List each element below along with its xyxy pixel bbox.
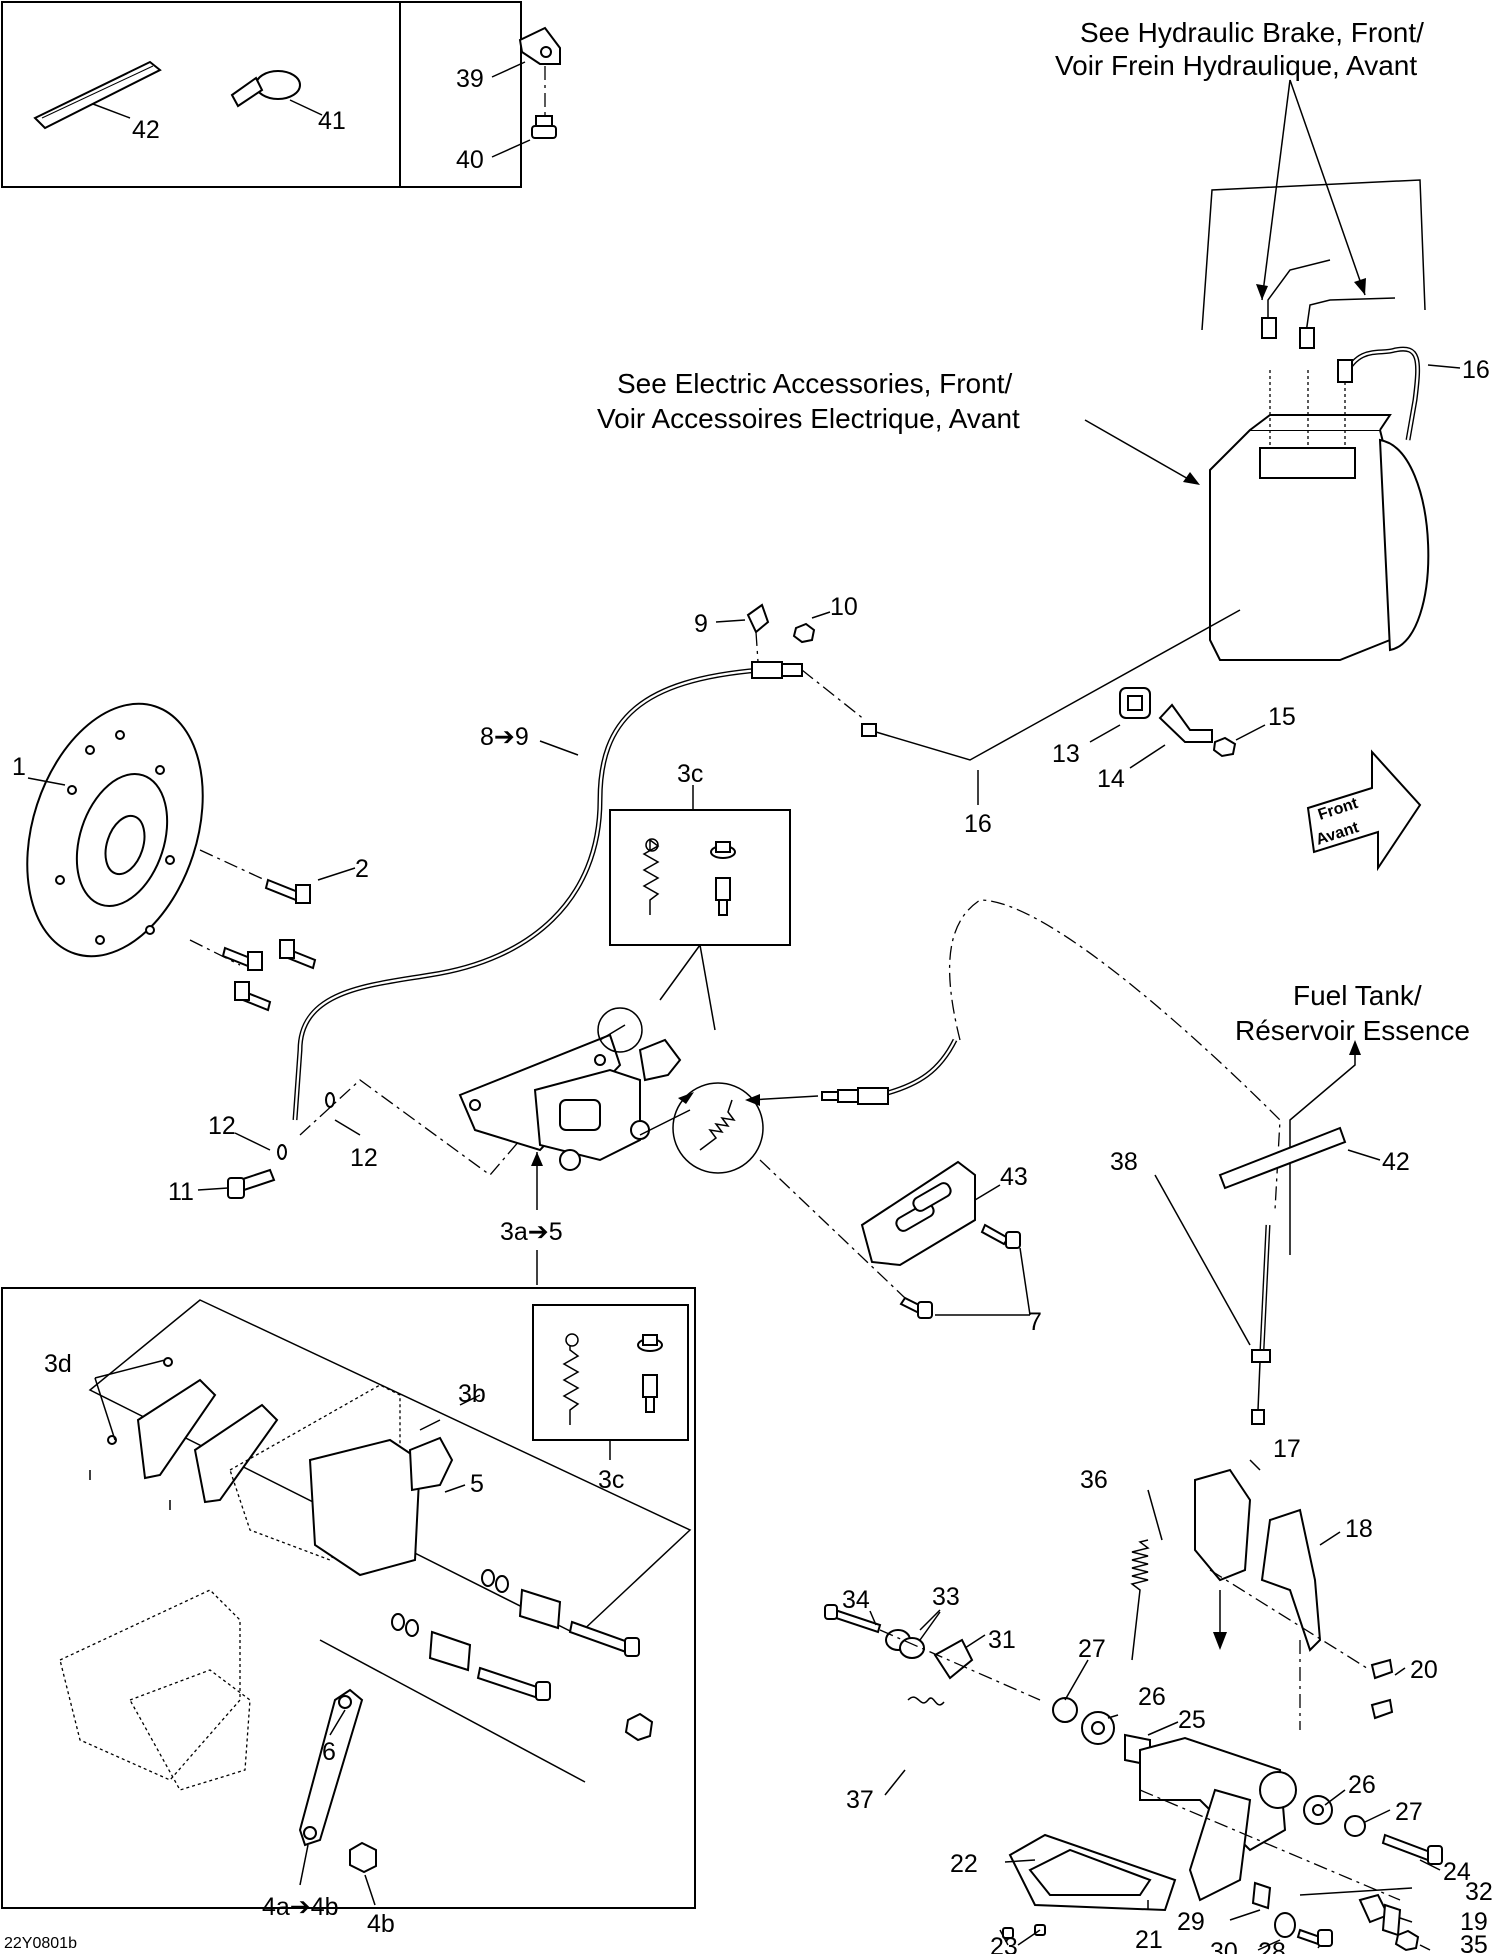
callout-42-tank: 42 bbox=[1382, 1148, 1410, 1176]
callout-38: 38 bbox=[1110, 1148, 1138, 1176]
callout-20: 20 bbox=[1410, 1656, 1438, 1684]
callout-8-9: 8➔9 bbox=[480, 723, 529, 751]
part-39-clip bbox=[518, 26, 561, 115]
callout-14: 14 bbox=[1097, 765, 1125, 793]
callout-26-left: 26 bbox=[1138, 1683, 1166, 1711]
callout-32: 32 bbox=[1465, 1878, 1493, 1906]
callout-41: 41 bbox=[318, 107, 346, 135]
callout-3b: 3b bbox=[458, 1380, 486, 1408]
part-13-grommet bbox=[1119, 687, 1151, 719]
callout-28: 28 bbox=[1258, 1938, 1286, 1954]
part-1-brake-disc bbox=[26, 702, 204, 958]
callout-29: 29 bbox=[1177, 1908, 1205, 1936]
callout-16-abs: 16 bbox=[1462, 356, 1490, 384]
callout-43: 43 bbox=[1000, 1163, 1028, 1191]
part-41-clamp bbox=[230, 70, 301, 108]
callout-4b: 4b bbox=[367, 1910, 395, 1938]
callout-23: 23 bbox=[990, 1933, 1018, 1954]
part-40-screw bbox=[531, 115, 557, 139]
brake-hose-8-9 bbox=[292, 661, 866, 1121]
note-fuel-tank-fr: Réservoir Essence bbox=[1235, 1015, 1470, 1046]
callout-35: 35 bbox=[1460, 1931, 1488, 1954]
part-42-strap bbox=[33, 60, 162, 130]
callout-22: 22 bbox=[950, 1850, 978, 1878]
callout-3c-top: 3c bbox=[677, 760, 703, 788]
part-15-nut bbox=[1212, 736, 1237, 758]
callout-9: 9 bbox=[694, 610, 708, 638]
lower-inset-box bbox=[1, 1287, 696, 1909]
callout-18: 18 bbox=[1345, 1515, 1373, 1543]
note-electric-accessories-fr: Voir Accessoires Electrique, Avant bbox=[597, 403, 1020, 434]
callout-36: 36 bbox=[1080, 1466, 1108, 1494]
callout-40: 40 bbox=[456, 146, 484, 174]
callout-17: 17 bbox=[1273, 1435, 1301, 1463]
callout-2: 2 bbox=[355, 855, 369, 883]
callout-1: 1 bbox=[12, 753, 26, 781]
note-fuel-tank-en: Fuel Tank/ bbox=[1293, 980, 1422, 1011]
drawing-code: 22Y0801b bbox=[4, 1935, 77, 1952]
callout-25: 25 bbox=[1178, 1706, 1206, 1734]
brake-pedal-assembly bbox=[824, 1468, 1443, 1952]
part-38-parking-cable bbox=[821, 899, 1281, 1425]
part-14-clamp bbox=[1158, 703, 1213, 743]
note-leaders bbox=[1084, 79, 1426, 1255]
brake-line-16 bbox=[861, 609, 1241, 761]
part-42-strap-tank bbox=[1218, 1126, 1347, 1190]
callout-11: 11 bbox=[168, 1178, 194, 1206]
caliper-assembly bbox=[458, 1007, 764, 1174]
part-43-bracket bbox=[860, 1160, 976, 1267]
note-hydraulic-brake-en: See Hydraulic Brake, Front/ bbox=[1080, 17, 1424, 48]
callout-33: 33 bbox=[932, 1583, 960, 1611]
callout-10: 10 bbox=[830, 593, 858, 621]
part-10-nut bbox=[792, 622, 816, 644]
front-direction-arrow: Front Avant bbox=[1306, 749, 1422, 872]
part-12-washers bbox=[277, 1092, 335, 1160]
inset-3c-upper bbox=[609, 809, 791, 1031]
callout-15: 15 bbox=[1268, 703, 1296, 731]
callout-3c-inset: 3c bbox=[598, 1466, 624, 1494]
callout-4a-4b: 4a➔4b bbox=[262, 1893, 339, 1921]
callout-3a-5: 3a➔5 bbox=[500, 1218, 563, 1246]
part-11-banjo-bolt bbox=[227, 1168, 276, 1199]
note-electric-accessories-en: See Electric Accessories, Front/ bbox=[617, 368, 1012, 399]
callout-7: 7 bbox=[1028, 1308, 1042, 1336]
callout-37: 37 bbox=[846, 1786, 874, 1814]
callout-12-right: 12 bbox=[350, 1144, 378, 1172]
callout-16-line: 16 bbox=[964, 810, 992, 838]
callout-13: 13 bbox=[1052, 740, 1080, 768]
callout-42: 42 bbox=[132, 116, 160, 144]
callout-27-left: 27 bbox=[1078, 1635, 1106, 1663]
callout-27-right: 27 bbox=[1395, 1798, 1423, 1826]
callout-24: 24 bbox=[1443, 1858, 1471, 1886]
callout-31: 31 bbox=[988, 1626, 1016, 1654]
callout-39: 39 bbox=[456, 65, 484, 93]
top-inset-box: 42 41 39 40 bbox=[1, 1, 561, 188]
part-7-bolts bbox=[759, 1159, 1021, 1319]
callout-34: 34 bbox=[842, 1586, 870, 1614]
callout-26-right: 26 bbox=[1348, 1771, 1376, 1799]
callout-21: 21 bbox=[1135, 1926, 1163, 1954]
callout-12-left: 12 bbox=[208, 1112, 236, 1140]
part-2-bolts bbox=[189, 849, 317, 1012]
note-hydraulic-brake-fr: Voir Frein Hydraulique, Avant bbox=[1055, 50, 1417, 81]
callout-6: 6 bbox=[322, 1738, 336, 1766]
callout-5: 5 bbox=[470, 1470, 484, 1498]
callout-3d: 3d bbox=[44, 1350, 72, 1378]
callout-19: 19 bbox=[1460, 1908, 1488, 1936]
part-9-clip bbox=[746, 603, 770, 663]
callout-30: 30 bbox=[1210, 1938, 1238, 1954]
abs-hydraulic-unit bbox=[1209, 259, 1430, 661]
